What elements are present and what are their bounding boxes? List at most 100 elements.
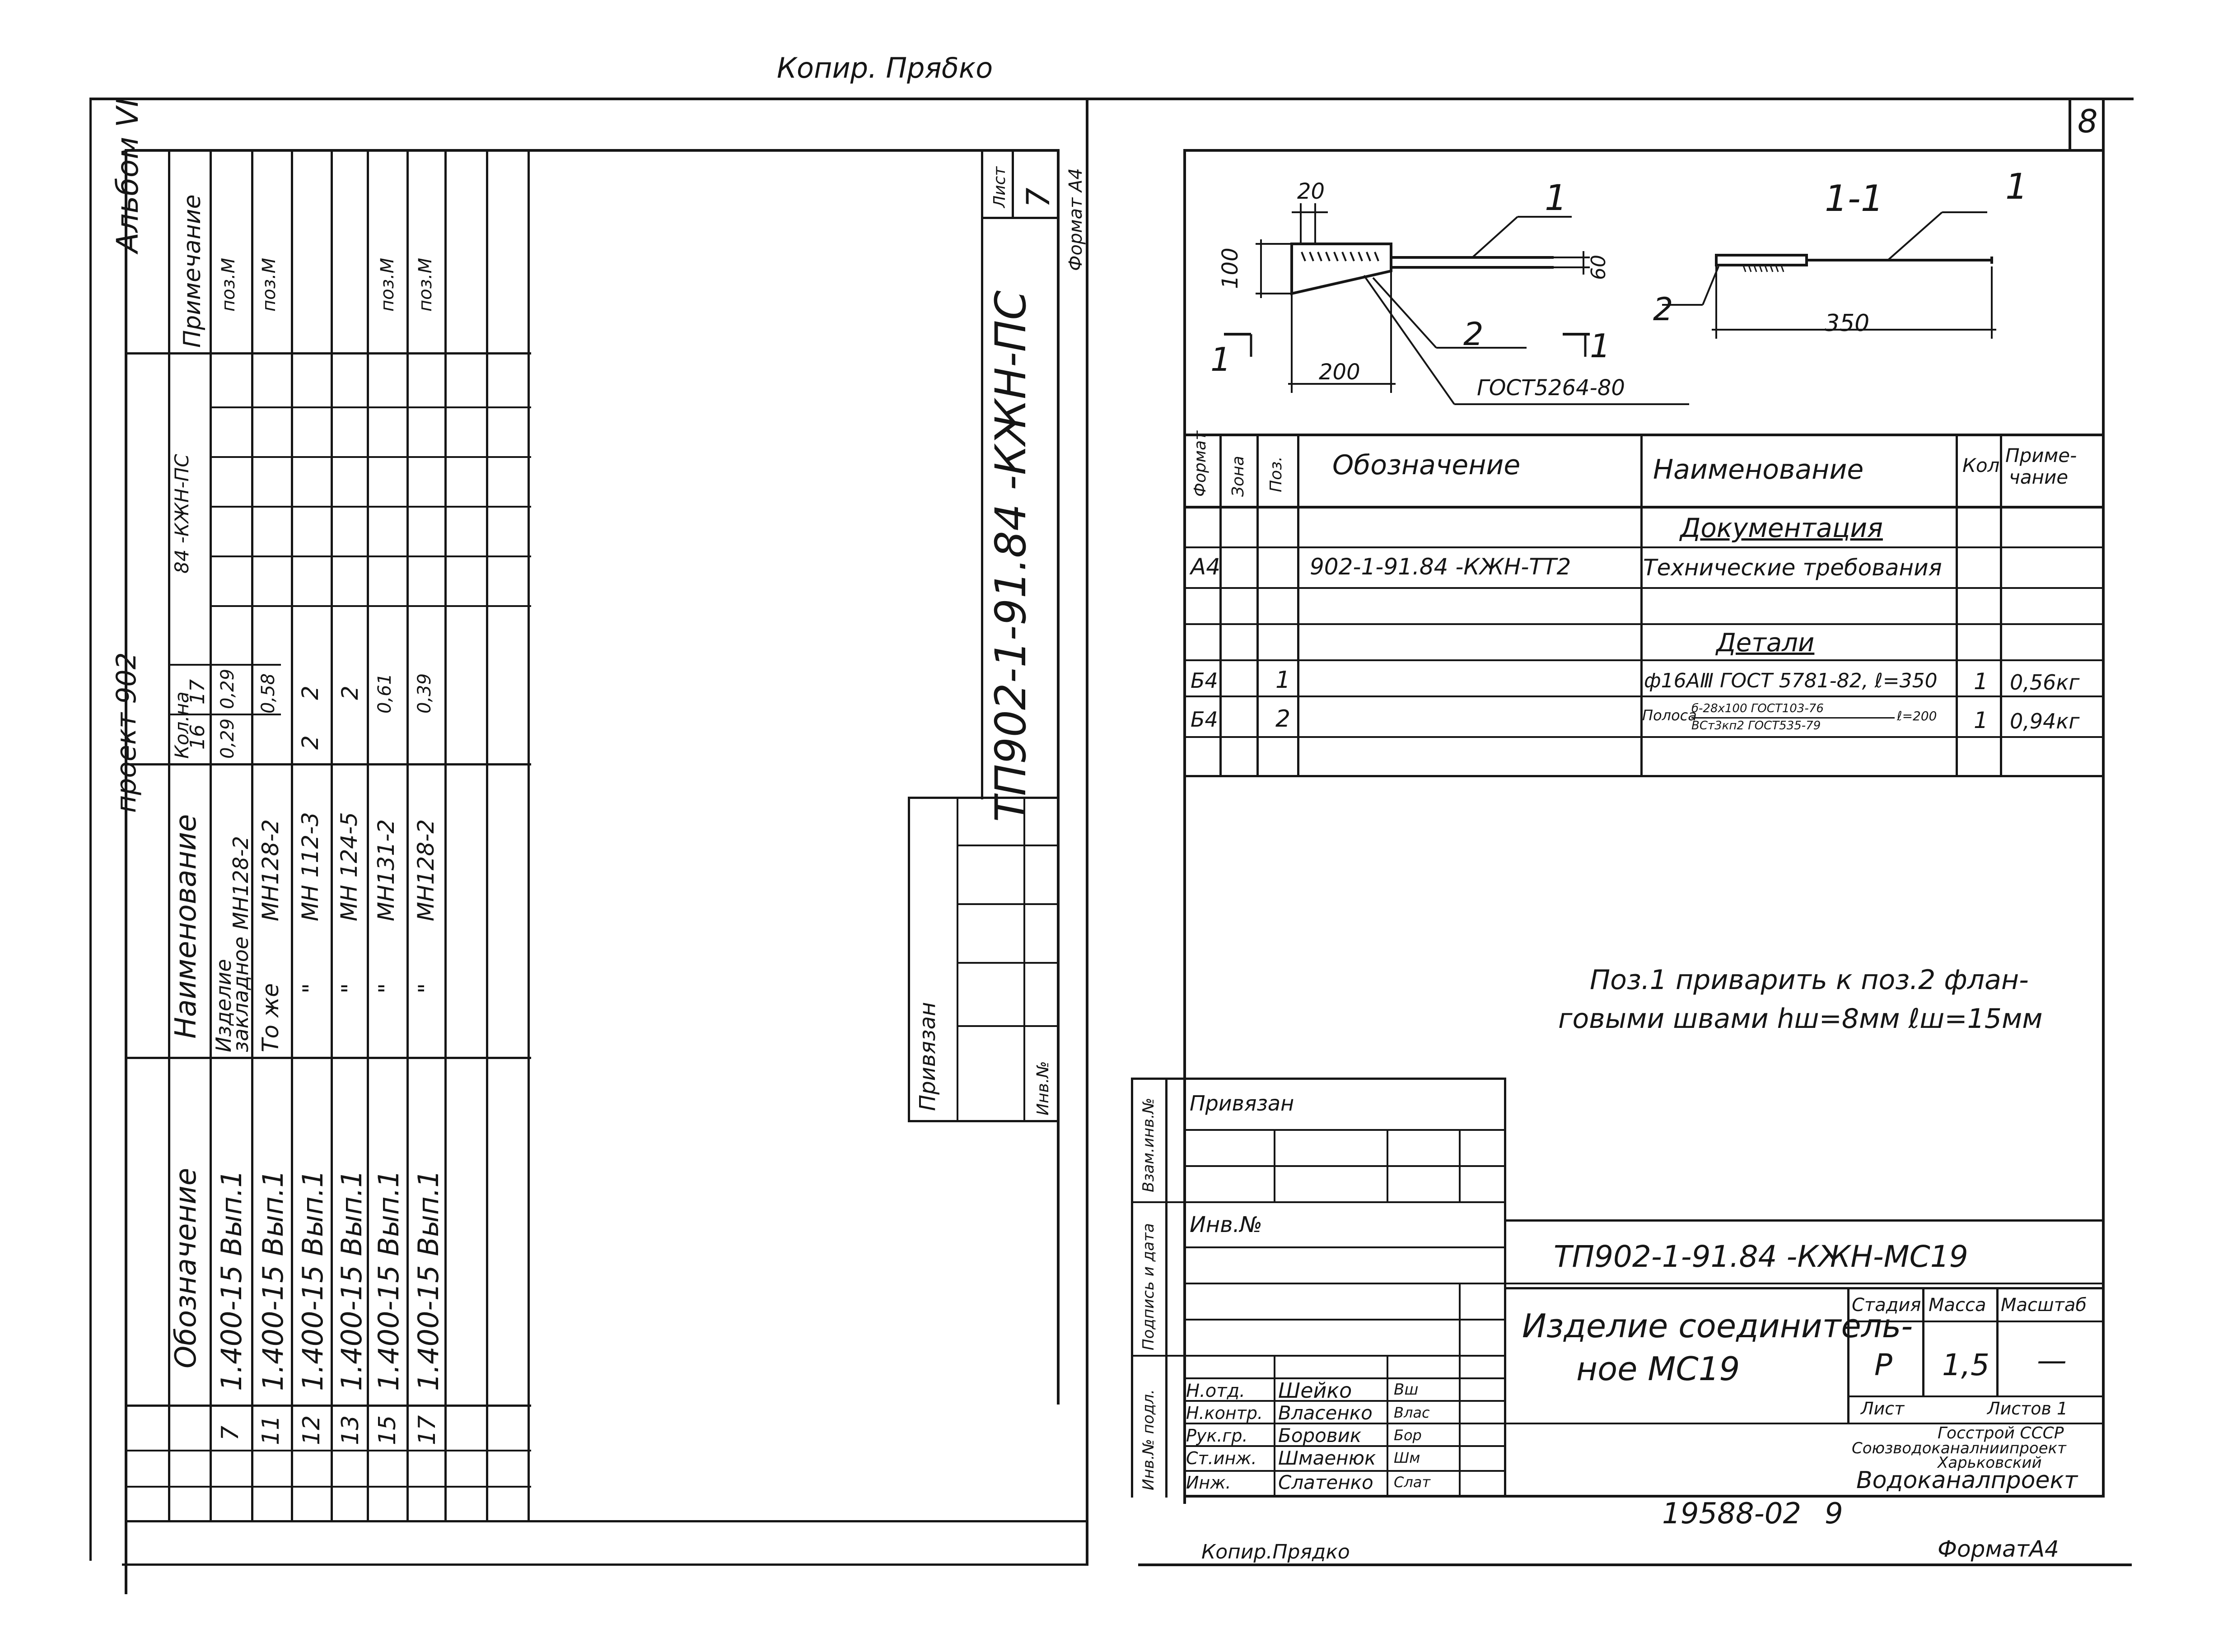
row-pos: 17 <box>414 1415 441 1445</box>
tb-massa-label: Масса <box>1929 1295 1986 1316</box>
sheet-no-box-left <box>2069 98 2071 150</box>
weld-note-line1: Поз.1 приварить к поз.2 флан- <box>1590 964 2029 996</box>
spec-part-poz: 1 <box>1275 667 1291 694</box>
dim-60: 60 <box>1587 255 1610 280</box>
left-privyazan-label: Привязан <box>915 1002 940 1111</box>
spec-col-zona <box>1256 434 1259 777</box>
spec-part-kol: 1 <box>1974 668 1988 695</box>
row-name2: МН 112-3 <box>297 812 323 921</box>
tb-masshtab-value: — <box>2037 1343 2067 1378</box>
left-table-h6 <box>125 1450 531 1451</box>
tb-side-label-vzam: Взам.инв.№ <box>1140 1097 1158 1192</box>
tb-grid-r2 <box>1183 1319 1506 1321</box>
spec-part-naim: ф16АⅢ ГОСТ 5781-82, ℓ=350 <box>1644 669 1938 692</box>
tb-priv-col1 <box>1274 1129 1275 1201</box>
archive-number: 19588-02 <box>1662 1497 1802 1531</box>
row-c17: 2 <box>297 686 323 700</box>
left-header-kol-unit: 84 -КЖН-ПС <box>171 454 193 574</box>
row-c17: 2 <box>337 686 363 700</box>
tb-person-sign: Вш <box>1394 1381 1419 1399</box>
tb-people-col3 <box>1459 1283 1461 1498</box>
tb-name-top <box>1504 1287 2105 1289</box>
tb-person-name: Слатенко <box>1278 1471 1373 1493</box>
spec-part-naim-a: Полоса <box>1642 707 1697 724</box>
tb-person-sign: Шм <box>1394 1449 1420 1466</box>
row-name1: То же <box>257 983 284 1052</box>
tb-org-2: Союзводоканалниипроект <box>1852 1439 2066 1457</box>
tb-massa-value: 1,5 <box>1942 1348 1989 1382</box>
left-table-col-e <box>367 149 369 1522</box>
tb-person-role: Инж. <box>1186 1473 1231 1493</box>
tb-org-4: Водоканалпроект <box>1856 1467 2078 1494</box>
left-privyazan-bottom <box>908 1120 1060 1122</box>
left-table-col-h <box>486 149 488 1522</box>
spec-section-docs: Документация <box>1680 513 1883 543</box>
row-c17: 0,29 <box>217 668 238 709</box>
tb-inv-label: Инв.№ <box>1190 1212 1262 1237</box>
left-table-h3 <box>210 506 531 508</box>
archive-page: 9 <box>1825 1497 1843 1531</box>
spec-part-naim-num: б-28х100 ГОСТ103-76 <box>1691 702 1824 715</box>
spec-header-bottom <box>1183 506 2105 509</box>
left-sheet-frame-bottom <box>125 1520 1087 1522</box>
left-table-sep-kol <box>125 763 531 765</box>
spec-part-format: Б4 <box>1191 707 1218 732</box>
row-note: поз.М <box>259 257 280 312</box>
tb-grid-r4 <box>1183 1400 1506 1402</box>
spec-doc-naim: Технические требования <box>1643 555 1942 581</box>
dim-100: 100 <box>1218 247 1243 289</box>
spec-header-prim1: Приме- <box>2005 444 2077 467</box>
tb-privyazan-label: Привязан <box>1190 1091 1294 1115</box>
spec-row5 <box>1183 695 2105 697</box>
tb-stadiya-value: Р <box>1874 1348 1892 1382</box>
row-pos: 15 <box>374 1415 401 1445</box>
tb-priv-col2 <box>1387 1129 1388 1201</box>
album-label: Альбом VI <box>110 98 145 253</box>
left-privyazan-top <box>908 797 1060 799</box>
tb-grid-r3 <box>1183 1377 1506 1379</box>
tb-person-name: Власенко <box>1278 1402 1373 1424</box>
tb-name-line2: ное МС19 <box>1576 1350 1740 1388</box>
tb-stadiya-label: Стадия <box>1852 1295 1921 1316</box>
spec-row2 <box>1183 587 2105 589</box>
left-table-h7 <box>125 1486 531 1488</box>
tb-side-sep1 <box>1131 1201 1506 1203</box>
tb-org-3: Харьковский <box>1938 1454 2042 1472</box>
tb-name-line1: Изделие соединитель- <box>1522 1307 1913 1345</box>
left-table-sep-16-17 <box>168 664 281 666</box>
row-oboz: 1.400-15 Вып.1 <box>215 1170 248 1391</box>
left-sheet-frame-right <box>1057 149 1060 1405</box>
tb-person-name: Шмаенюк <box>1278 1447 1376 1469</box>
list-box-bottom <box>981 217 1060 219</box>
spec-row4 <box>1183 659 2105 661</box>
spec-col-format <box>1219 434 1222 777</box>
spec-section-parts: Детали <box>1716 628 1815 658</box>
tb-side-label-inv: Инв.№ подл. <box>1140 1389 1158 1490</box>
tb-stage-left <box>1847 1287 1849 1423</box>
row-note: поз.М <box>415 257 436 312</box>
spec-part-prim: 0,94кг <box>2010 709 2080 733</box>
left-header-col16: 16 <box>186 724 209 750</box>
left-format-label: Формат А4 <box>1065 168 1086 271</box>
tb-people-col1 <box>1274 1355 1275 1498</box>
tb-org-1: Госстрой СССР <box>1938 1424 2064 1442</box>
tb-person-name: Шейко <box>1278 1378 1352 1403</box>
left-list-label: Лист <box>990 166 1009 208</box>
tb-person-role: Н.контр. <box>1186 1403 1263 1423</box>
left-sheet-frame-top <box>125 149 1060 152</box>
left-list-value: 7 <box>1020 187 1057 208</box>
spec-col-prim <box>2000 434 2002 777</box>
weld-note-line2: говыми швами hш=8мм ℓш=15мм <box>1558 1003 2043 1035</box>
section-title: 1-1 <box>1825 177 1884 219</box>
left-table-col-a <box>210 149 212 1522</box>
row-name2: МН128-2 <box>413 819 439 921</box>
row-oboz: 1.400-15 Вып.1 <box>296 1170 329 1391</box>
spec-part-naim-b: ℓ=200 <box>1897 709 1937 723</box>
dim-200: 200 <box>1319 359 1360 385</box>
row-c16: 0,29 <box>217 718 238 759</box>
left-privyazan-col1 <box>957 797 958 1122</box>
spec-part-poz: 2 <box>1275 705 1291 733</box>
left-table-col-i <box>528 149 530 1522</box>
left-table-col-c <box>291 149 293 1522</box>
right-sheet-top-border <box>1086 98 2134 100</box>
